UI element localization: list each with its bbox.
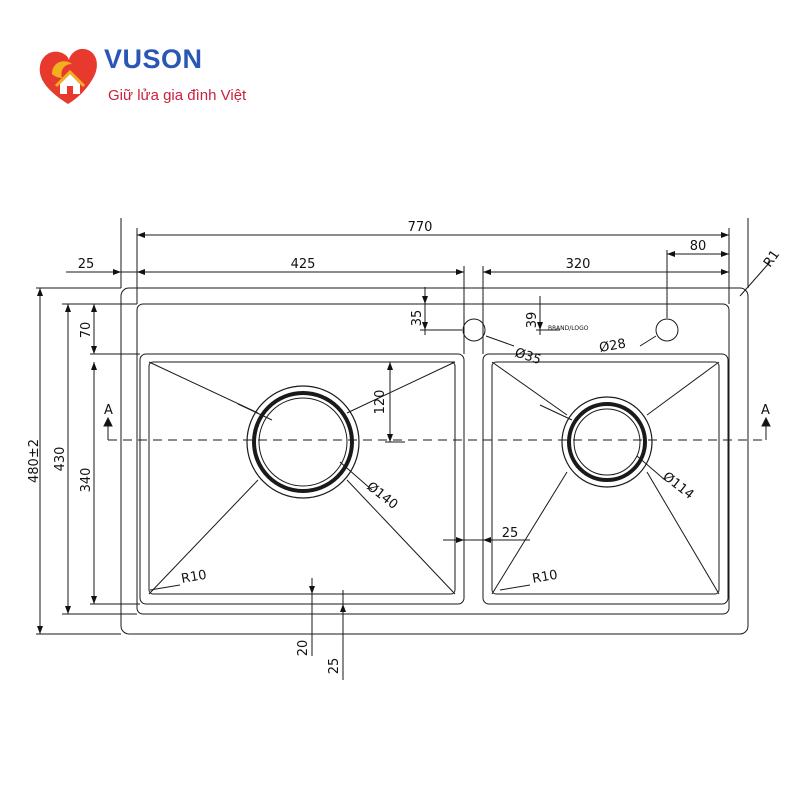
dim-bottom-margin-1: 20 — [296, 640, 311, 657]
dim-bottom-margin-2: 25 — [327, 658, 342, 675]
small-note: BRAND/LOGO — [548, 325, 589, 332]
dim-overall-depth: 480±2 — [27, 439, 42, 483]
left-bowl-outer — [139, 353, 465, 605]
tap-hole-left — [462, 318, 486, 342]
sink-deck-outline — [136, 303, 730, 615]
dim-drain-offset: 120 — [373, 390, 388, 415]
brand-name: VUSON — [104, 44, 203, 74]
right-bowl-outer — [482, 353, 729, 605]
vuson-logo-icon — [39, 48, 97, 104]
sink-outer-outline — [120, 287, 749, 635]
dim-divider-width: 25 — [502, 526, 519, 541]
dim-bowl-depth-outer: 430 — [53, 447, 68, 472]
dim-drain-dia-left: Ø140 — [364, 479, 401, 512]
section-label-right: A — [761, 403, 770, 418]
dim-inner-radius-right: R10 — [531, 568, 559, 587]
brand-header: VUSON Giữ lửa gia đình Việt — [34, 44, 274, 114]
right-bowl-inner — [491, 361, 720, 595]
dim-tap-hole-y1: 35 — [410, 310, 425, 327]
dim-offset-left: 25 — [78, 257, 95, 272]
dim-left-bowl-width: 425 — [291, 257, 316, 272]
dim-corner-radius: R1 — [761, 248, 783, 271]
dim-tap-hole-dia-2: Ø28 — [598, 337, 627, 356]
dim-bowl-depth-inner: 340 — [79, 468, 94, 493]
section-label-left: A — [104, 403, 113, 418]
dim-tap-hole-offset: 80 — [690, 239, 707, 254]
dim-tap-hole-dia-1: Ø35 — [513, 346, 543, 369]
dim-top-margin: 70 — [79, 322, 94, 339]
dim-drain-dia-right: Ø114 — [660, 469, 697, 502]
left-drain — [246, 385, 360, 499]
tap-hole-right — [655, 318, 679, 342]
dim-overall-width: 770 — [408, 220, 433, 235]
dim-inner-radius-left: R10 — [180, 568, 208, 587]
dim-tap-hole-y2: 39 — [525, 312, 540, 329]
brand-slogan: Giữ lửa gia đình Việt — [108, 87, 247, 104]
left-bowl-inner — [148, 361, 456, 595]
right-drain — [561, 396, 653, 488]
dim-right-bowl-width: 320 — [566, 257, 591, 272]
